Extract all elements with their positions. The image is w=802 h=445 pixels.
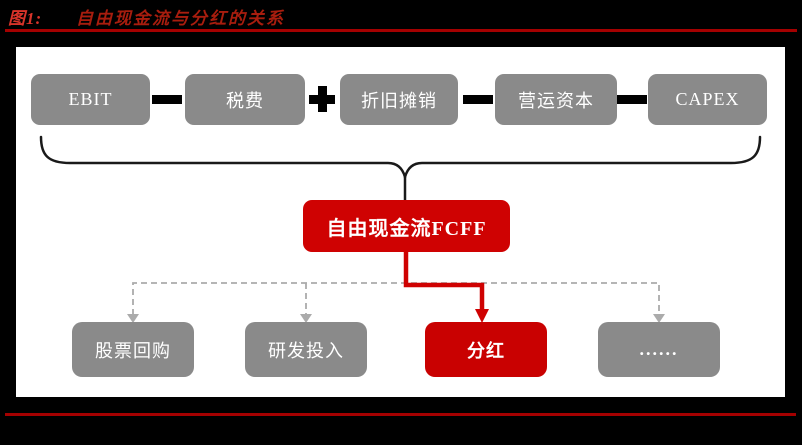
dashed-arrowhead (127, 314, 139, 323)
minus-icon (463, 95, 493, 104)
diagram-panel: EBIT 税费 折旧摊销 营运资本 CAPEX 自由现金流FCFF (16, 47, 785, 397)
box-working-capital: 营运资本 (495, 74, 617, 125)
box-rd-investment: 研发投入 (245, 322, 367, 377)
box-share-buyback: 股票回购 (72, 322, 194, 377)
curly-brace (39, 135, 762, 182)
box-tax: 税费 (185, 74, 305, 125)
dashed-arrowhead (300, 314, 312, 323)
plus-icon-bar (317, 86, 327, 112)
figure-label: 图1: (8, 9, 43, 28)
dashed-arrowhead (653, 314, 665, 323)
red-arrowhead (475, 309, 489, 323)
box-others: ...... (598, 322, 720, 377)
box-fcff: 自由现金流FCFF (303, 200, 510, 252)
box-depreciation-amortization: 折旧摊销 (340, 74, 458, 125)
minus-icon (617, 95, 647, 104)
box-dividend: 分红 (425, 322, 547, 377)
top-red-rule (5, 29, 797, 32)
plus-icon (309, 86, 335, 112)
box-capex: CAPEX (648, 74, 767, 125)
minus-icon (152, 95, 182, 104)
box-ebit: EBIT (31, 74, 150, 125)
red-arrow-path (403, 252, 485, 311)
figure-title: 自由现金流与分红的关系 (76, 9, 285, 28)
bottom-red-rule (5, 413, 796, 416)
dashed-branch-lines (132, 282, 660, 315)
connector-lines (39, 135, 762, 323)
